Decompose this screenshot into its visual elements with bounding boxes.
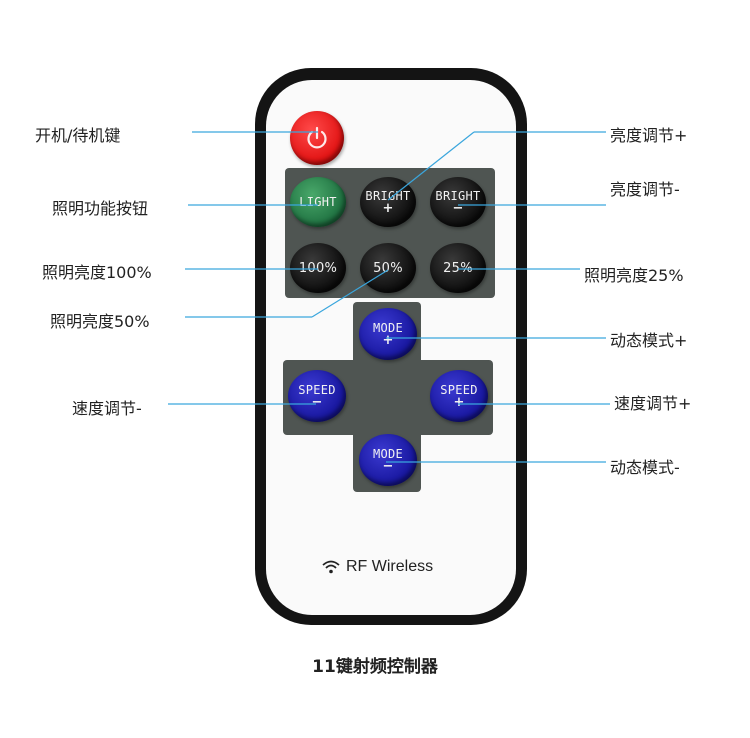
power-button[interactable] — [290, 111, 344, 165]
rf-wireless-text: RF Wireless — [346, 558, 434, 575]
label-brightness-25: 照明亮度25% — [584, 266, 684, 285]
mode-minus-label: MODE — [372, 446, 404, 461]
rf-wireless-logo: RF Wireless — [322, 558, 433, 576]
label-light-function: 照明功能按钮 — [52, 199, 149, 218]
label-mode-plus: 动态模式+ — [610, 331, 688, 350]
label-brightness-minus: 亮度调节- — [610, 180, 680, 199]
power-icon — [307, 126, 327, 149]
speed-plus-button[interactable]: SPEED + — [430, 370, 488, 422]
speed-plus-symbol: + — [453, 394, 465, 410]
label-brightness-50: 照明亮度50% — [50, 312, 150, 331]
label-power: 开机/待机键 — [35, 126, 121, 145]
brightness-25-label: 25% — [443, 260, 473, 276]
mode-plus-symbol: + — [382, 332, 394, 348]
speed-minus-label: SPEED — [298, 382, 336, 397]
mode-minus-button[interactable]: MODE − — [359, 434, 417, 486]
label-brightness-plus: 亮度调节+ — [610, 126, 688, 145]
mode-minus-symbol: − — [382, 458, 394, 474]
brightness-50-label: 50% — [373, 260, 403, 276]
brightness-100-button[interactable]: 100% — [290, 243, 346, 293]
brightness-100-label: 100% — [298, 260, 338, 276]
speed-plus-label: SPEED — [440, 382, 478, 397]
mode-plus-label: MODE — [372, 320, 404, 335]
bright-minus-symbol: − — [452, 200, 464, 216]
brightness-50-button[interactable]: 50% — [360, 243, 416, 293]
label-speed-minus: 速度调节- — [72, 399, 142, 418]
bright-plus-symbol: + — [382, 200, 394, 216]
label-mode-minus: 动态模式- — [610, 458, 680, 477]
label-brightness-100: 照明亮度100% — [42, 263, 152, 282]
mode-plus-button[interactable]: MODE + — [359, 308, 417, 360]
speed-minus-symbol: − — [311, 394, 323, 410]
brightness-25-button[interactable]: 25% — [430, 243, 486, 293]
bright-minus-label: BRIGHT — [435, 188, 481, 203]
wifi-icon — [322, 560, 340, 574]
bright-minus-button[interactable]: BRIGHT − — [430, 177, 486, 227]
label-speed-plus: 速度调节+ — [614, 394, 692, 413]
speed-minus-button[interactable]: SPEED − — [288, 370, 346, 422]
bright-plus-label: BRIGHT — [365, 188, 411, 203]
product-caption: 11键射频控制器 — [312, 657, 438, 677]
